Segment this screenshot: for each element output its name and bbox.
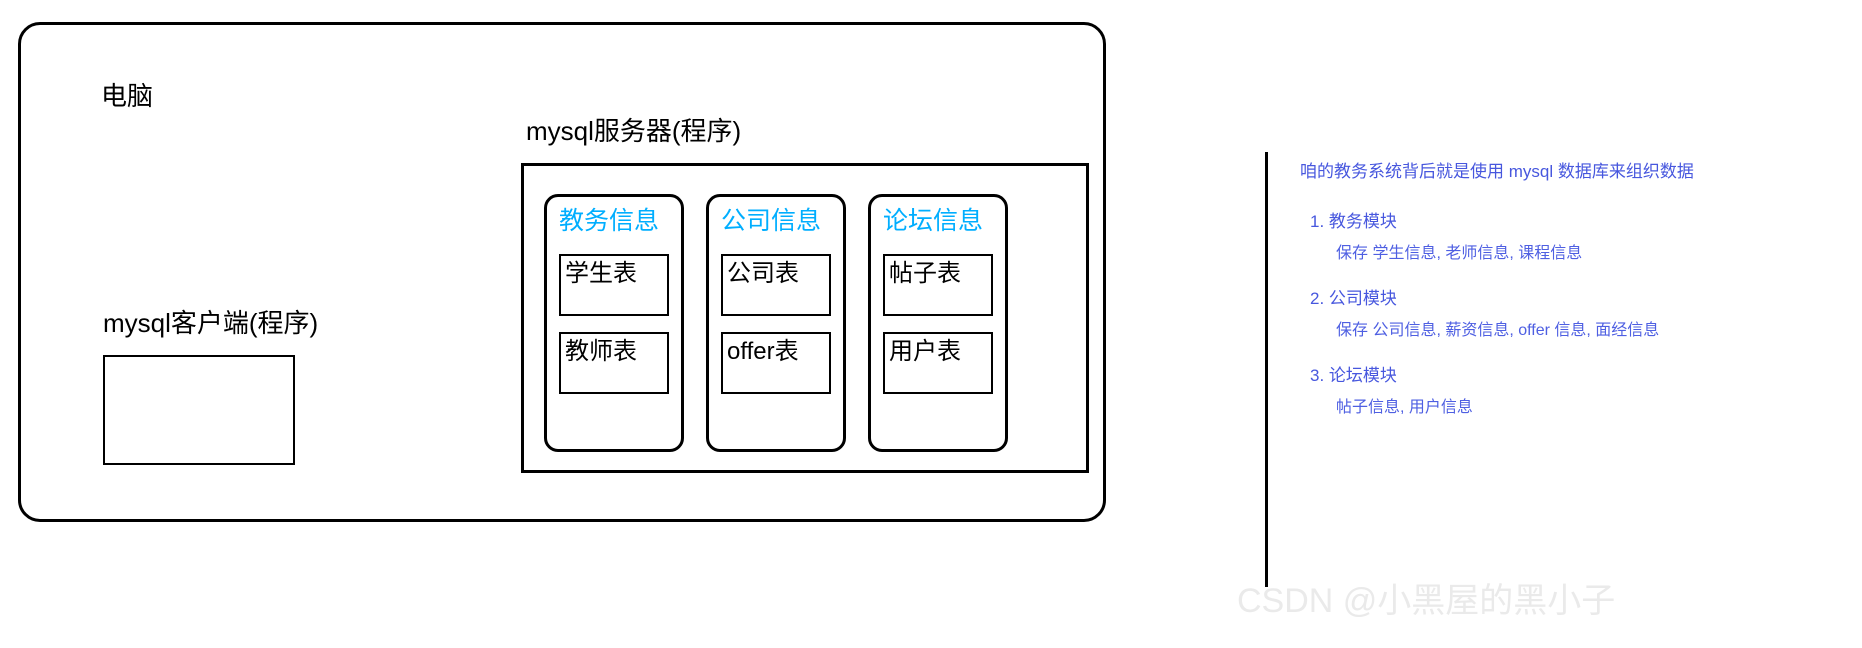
table-box: offer表 — [721, 331, 831, 394]
computer-boundary: 电脑 mysql客户端(程序) mysql服务器(程序) 教务信息 学生表 教师… — [18, 22, 1106, 522]
mysql-client-label: mysql客户端(程序) — [103, 308, 319, 338]
note-title: 1. 教务模块 — [1310, 211, 1397, 231]
database-card-luntan: 论坛信息 帖子表 用户表 — [868, 194, 1008, 452]
table-box: 教师表 — [559, 331, 669, 394]
table-box: 帖子表 — [883, 253, 993, 316]
mysql-client-box — [103, 355, 295, 465]
database-title: 教务信息 — [559, 207, 660, 235]
panel-divider — [1265, 152, 1268, 587]
table-box: 用户表 — [883, 331, 993, 394]
note-detail: 保存 公司信息, 薪资信息, offer 信息, 面经信息 — [1336, 321, 1660, 339]
database-title: 论坛信息 — [883, 207, 984, 235]
table-box: 学生表 — [559, 253, 669, 316]
database-card-gongsi: 公司信息 公司表 offer表 — [706, 194, 846, 452]
table-box: 公司表 — [721, 253, 831, 316]
database-card-jiaowu: 教务信息 学生表 教师表 — [544, 194, 684, 452]
note-item: 3. 论坛模块 帖子信息, 用户信息 — [1300, 364, 1845, 419]
note-detail: 帖子信息, 用户信息 — [1336, 398, 1473, 416]
note-title: 3. 论坛模块 — [1310, 366, 1397, 386]
notes-panel: 咱的教务系统背后就是使用 mysql 数据库来组织数据 1. 教务模块 保存 学… — [1300, 160, 1845, 441]
note-item: 1. 教务模块 保存 学生信息, 老师信息, 课程信息 — [1300, 210, 1845, 265]
csdn-watermark: CSDN @小黑屋的黑小子 — [1237, 582, 1616, 620]
mysql-server-label: mysql服务器(程序) — [526, 116, 742, 146]
mysql-server-box: 教务信息 学生表 教师表 公司信息 公司表 offer表 论坛信息 帖子表 用户… — [521, 163, 1089, 473]
note-detail: 保存 学生信息, 老师信息, 课程信息 — [1336, 244, 1583, 262]
note-title: 2. 公司模块 — [1310, 288, 1397, 308]
note-item: 2. 公司模块 保存 公司信息, 薪资信息, offer 信息, 面经信息 — [1300, 287, 1845, 342]
notes-headline: 咱的教务系统背后就是使用 mysql 数据库来组织数据 — [1300, 162, 1694, 181]
database-title: 公司信息 — [721, 207, 822, 235]
computer-label: 电脑 — [101, 81, 154, 111]
